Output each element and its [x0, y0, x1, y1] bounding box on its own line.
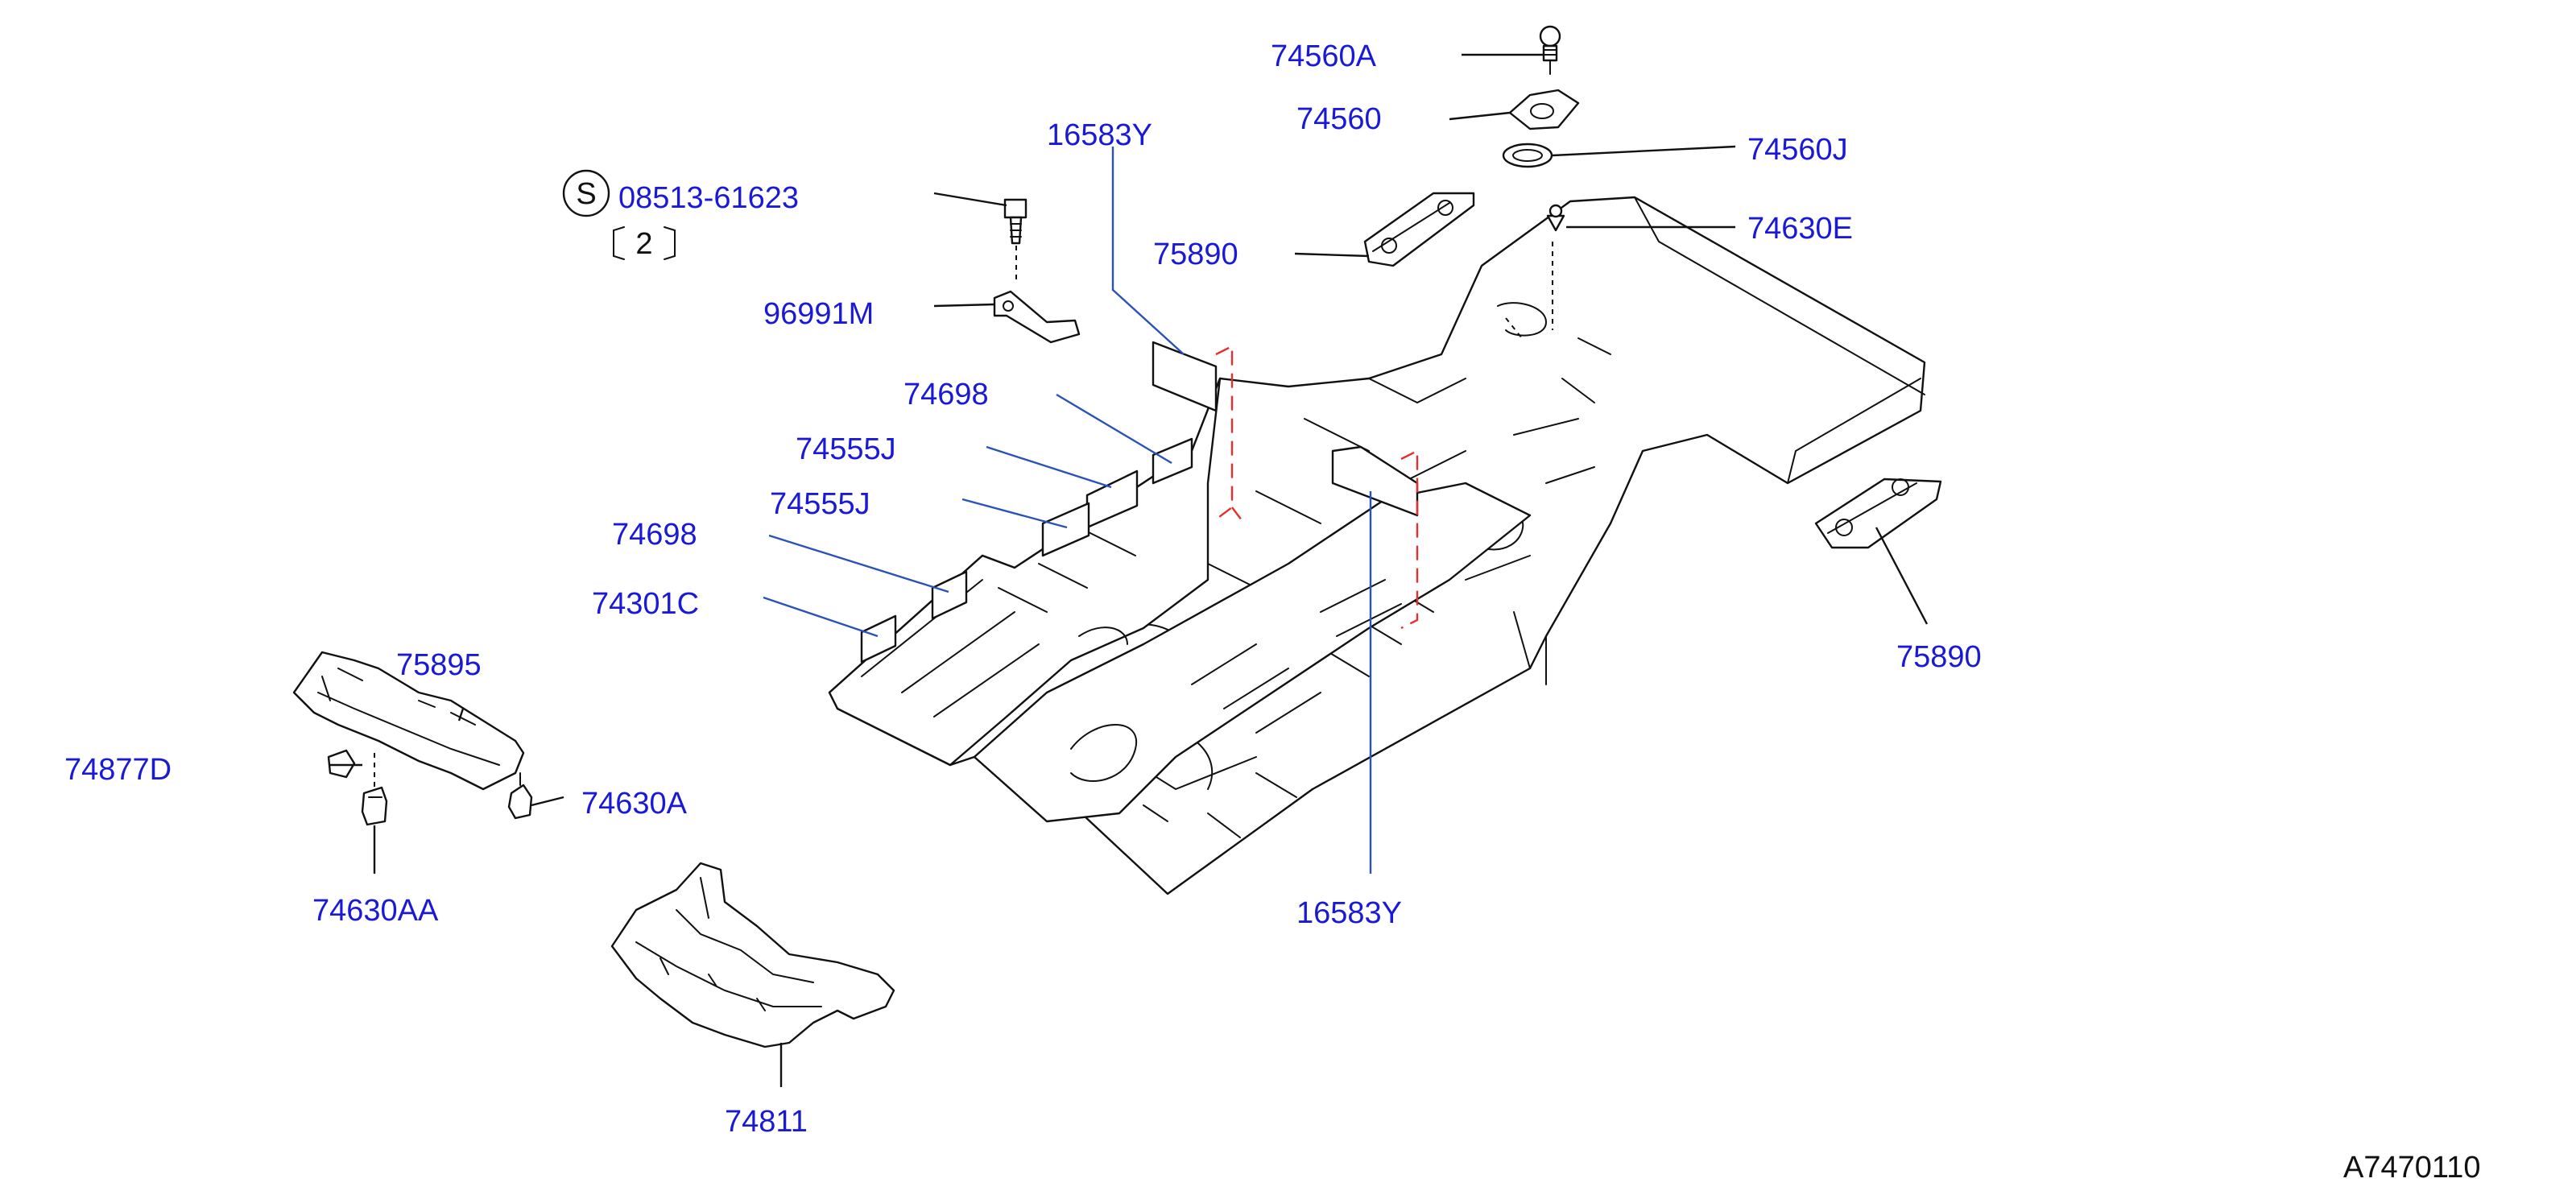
- label-74555J-a: 74555J: [796, 432, 896, 466]
- label-74698-a: 74698: [903, 378, 989, 411]
- label-74698-b: 74698: [612, 518, 697, 552]
- s-mark-text: S: [576, 177, 596, 211]
- insulator-74698-b: [931, 570, 968, 620]
- label-16583Y-bottom: 16583Y: [1296, 896, 1402, 930]
- label-74555J-b: 74555J: [770, 487, 870, 521]
- label-96991M: 96991M: [763, 297, 874, 331]
- floor-tunnel: [973, 482, 1532, 823]
- label-74630E: 74630E: [1747, 212, 1853, 246]
- rubber-seat-74560J: [1502, 143, 1553, 168]
- bracket-96991M: [993, 290, 1081, 344]
- quantity-note: 2: [613, 226, 676, 261]
- insulator-16583Y-bottom: [1331, 445, 1419, 517]
- front-floor-panel: [828, 377, 1222, 767]
- standard-part-symbol: S: [562, 169, 610, 217]
- insulator-position-lines: [1215, 345, 1419, 630]
- insulator-74301C: [860, 614, 897, 664]
- under-cover-75895: [292, 651, 525, 791]
- label-08513-61623: 08513-61623: [618, 181, 799, 215]
- label-16583Y-top: 16583Y: [1047, 118, 1152, 152]
- clip-74630A: [507, 772, 533, 820]
- label-74301C: 74301C: [592, 587, 699, 621]
- leader-lines: [329, 53, 1929, 1087]
- clip-74630AA: [361, 786, 388, 826]
- bracket-75890-top: [1363, 192, 1475, 267]
- bolt-74560A: [1539, 25, 1561, 75]
- under-cover-74811: [610, 862, 895, 1048]
- spring-seat-74560: [1508, 89, 1580, 130]
- figure-code: A7470110: [2343, 1151, 2480, 1185]
- quantity-text: 2: [635, 227, 652, 261]
- clip-74877D: [327, 749, 356, 779]
- label-74811: 74811: [725, 1105, 808, 1139]
- label-74560A: 74560A: [1271, 39, 1377, 73]
- label-74560: 74560: [1296, 102, 1382, 136]
- label-74560J: 74560J: [1747, 133, 1848, 167]
- label-75890-right: 75890: [1896, 640, 1982, 674]
- label-74877D: 74877D: [64, 753, 172, 787]
- label-75895: 75895: [396, 648, 482, 682]
- label-74630AA: 74630AA: [312, 894, 439, 928]
- clip-74630E: [1546, 204, 1565, 232]
- insulator-74698-a: [1152, 437, 1193, 485]
- bracket-75890-right: [1814, 478, 1942, 549]
- screw-08513-61623: [1003, 198, 1028, 245]
- part-labels: 74560A 74560 74560J 74630E 75890 16583Y …: [64, 39, 1982, 1139]
- insulator-16583Y-top: [1152, 341, 1218, 412]
- label-75890-top: 75890: [1153, 238, 1238, 271]
- insulator-74555J-b: [1041, 502, 1090, 557]
- label-74630A: 74630A: [581, 787, 688, 821]
